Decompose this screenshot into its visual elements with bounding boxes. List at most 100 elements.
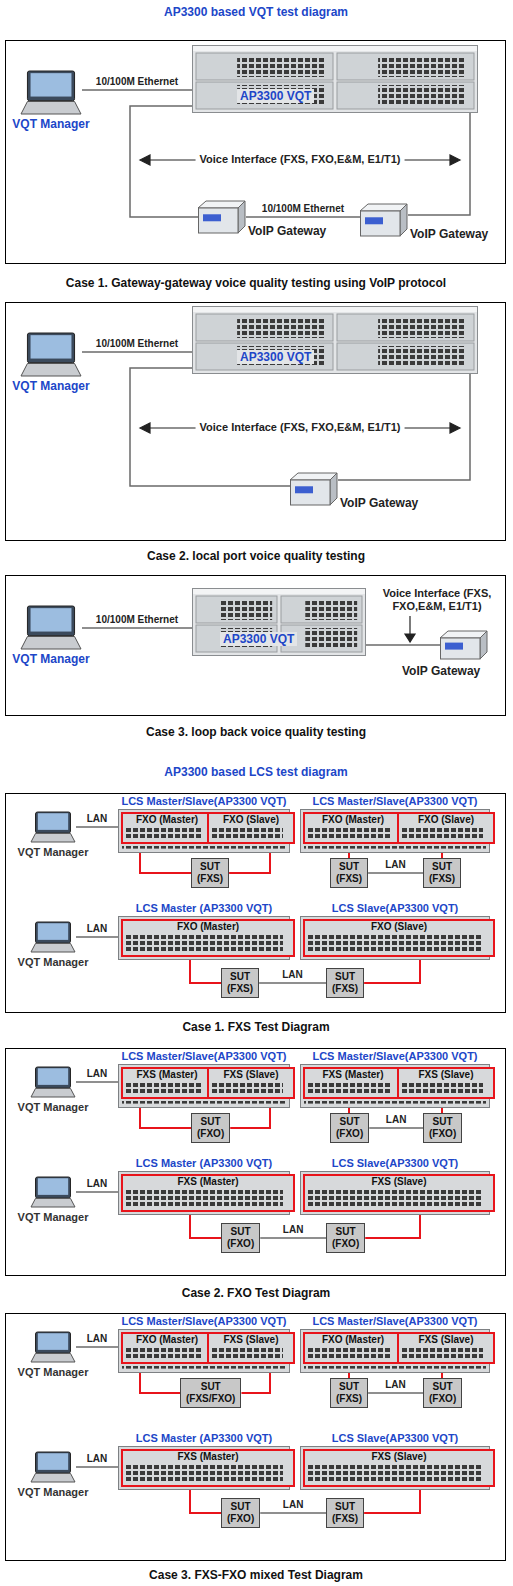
edge-label: LAN: [85, 923, 110, 934]
interface-label: Voice Interface (FXS, FXO,E&M, E1/T1): [196, 421, 405, 434]
group-label: FXS (Master): [305, 1069, 401, 1081]
figure-part: [211, 1347, 283, 1360]
chassis-heading: LCS Master/Slave(AP3300 VQT): [121, 1315, 286, 1328]
node-label: VQT Manager: [18, 1486, 89, 1499]
node-drawing: [307, 934, 483, 953]
chassis-heading: LCS Slave(AP3300 VQT): [332, 1432, 459, 1445]
sut-label: SUT (FXO): [429, 1116, 456, 1140]
laptop-node: VQT Manager: [30, 1176, 76, 1208]
figure-part: [401, 827, 483, 840]
lcs-chassis: LCS Master (AP3300 VQT)FXO (Master): [118, 916, 290, 960]
node-drawing: [30, 1066, 76, 1098]
figure-part: [337, 53, 474, 80]
group-label: FXS (Slave): [305, 1176, 493, 1188]
connector: [82, 627, 192, 629]
sut-box: SUT (FXS): [330, 858, 368, 888]
group-label: FXS (Master): [123, 1176, 293, 1188]
figure-part: [31, 1088, 75, 1097]
figure-part: [290, 473, 337, 480]
figure-part: [291, 480, 331, 505]
sut-box: SUT (FXO): [191, 1113, 230, 1143]
figure-part: [193, 307, 477, 312]
figure-part: [36, 1067, 71, 1088]
connector: [82, 89, 192, 91]
figure-part: [307, 934, 483, 953]
node-drawing: [307, 1082, 391, 1095]
caption: Case 1. Gateway-gateway voice quality te…: [66, 276, 446, 290]
caption: Case 2. local port voice quality testing: [147, 549, 365, 563]
sut-label: SUT (FXO): [227, 1226, 254, 1250]
figure-part: [337, 314, 474, 341]
figure-part: [337, 343, 474, 370]
group-label: FXO (Master): [123, 921, 293, 933]
lcs-chassis: LCS Slave(AP3300 VQT)FXS (Slave): [300, 1446, 490, 1490]
connector: [76, 1346, 118, 1348]
edge-label: LAN: [85, 1333, 110, 1344]
connector: [368, 872, 423, 874]
figure-part: [36, 1177, 71, 1198]
node-drawing: [125, 1464, 283, 1483]
arrow-head: [140, 155, 150, 165]
panel-frame: [6, 1314, 506, 1561]
figure-part: [304, 1186, 486, 1210]
connector: [369, 1127, 423, 1129]
figure-part: [125, 1082, 201, 1095]
figure-part: [237, 317, 325, 338]
connector: [260, 1512, 326, 1514]
voip-gateway: VoIP Gateway: [360, 203, 408, 237]
port-group-box: FXS (Master): [121, 1449, 295, 1487]
figure-part: [31, 1353, 75, 1362]
connector: [368, 1392, 423, 1394]
interface-label: Voice Interface (FXS, FXO,E&M, E1/T1): [372, 587, 502, 613]
sut-box: SUT (FXS): [326, 1498, 364, 1528]
port-group-box: FXS (Slave): [303, 1449, 495, 1487]
figure-part: [196, 82, 333, 109]
figure-part: [480, 631, 487, 659]
voip-gateway: VoIP Gateway: [440, 630, 488, 660]
sut-box: SUT (FXS): [191, 858, 229, 888]
sut-box: SUT (FXO): [423, 1378, 462, 1408]
figure-part: [125, 934, 283, 953]
lcs-chassis: LCS Master/Slave(AP3300 VQT)FXO (Master)…: [300, 1329, 490, 1373]
sut-label: SUT (FXS): [197, 861, 223, 885]
figure-part: [193, 589, 365, 594]
figure-part: [125, 1464, 283, 1483]
figure-part: [27, 71, 74, 101]
node-label: VQT Manager: [18, 1366, 89, 1379]
laptop-node: VQT Manager: [30, 811, 76, 843]
diagram-title: AP3300 based VQT test diagram: [164, 5, 348, 19]
laptop-node: VQT Manager: [20, 70, 82, 115]
voip-gateway: VoIP Gateway: [198, 200, 246, 234]
figure-part: [27, 606, 74, 636]
figure-part: [337, 82, 474, 109]
chassis-heading: LCS Master/Slave(AP3300 VQT): [121, 795, 286, 808]
gateway-label: VoIP Gateway: [340, 496, 418, 510]
panel-frame: [6, 794, 506, 1013]
figure-part: [304, 1461, 486, 1485]
port-group-box: FXO (Slave): [303, 919, 495, 957]
figure-part: [36, 922, 71, 943]
sut-label: SUT (FXO): [429, 1381, 456, 1405]
figure-part: [125, 827, 201, 840]
figure-part: [211, 827, 283, 840]
arrow-head: [140, 423, 150, 433]
figure-part: [31, 1198, 75, 1207]
interface-label: Voice Interface (FXS, FXO,E&M, E1/T1): [196, 153, 405, 166]
edge-label: LAN: [383, 859, 408, 870]
figure-part: [38, 1068, 68, 1085]
figure-part: [36, 1332, 71, 1353]
figure-part: [21, 364, 81, 377]
figure-part: [330, 473, 337, 505]
figure-part: [211, 1082, 283, 1095]
figure-part: [305, 599, 357, 620]
laptop-node: VQT Manager: [30, 1331, 76, 1363]
node-drawing: [290, 472, 338, 506]
sut-box: SUT (FXS): [330, 1378, 368, 1408]
group-label: FXO (Slave): [209, 814, 293, 826]
sut-label: SUT (FXO): [336, 1116, 363, 1140]
figure-part: [203, 214, 221, 221]
port-group-box: FXS (Slave): [397, 1067, 495, 1099]
vqt-device: AP3300 VQT: [192, 45, 478, 113]
port-group-box: FXS (Master): [303, 1067, 403, 1099]
sut-label: SUT (FXO): [332, 1226, 359, 1250]
